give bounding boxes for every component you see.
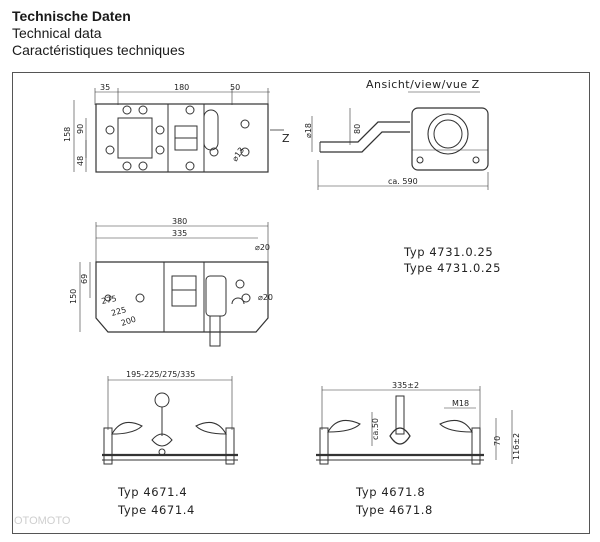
dim-18: ⌀18 — [304, 123, 313, 138]
drawing-frame — [12, 72, 590, 534]
view-z-label: Ansicht/view/vue Z — [366, 78, 480, 91]
clamp-4671-8: 335±2 M18 ca.50 70 116±2 — [316, 381, 521, 465]
dim-275: 275 — [101, 294, 118, 306]
clamp-4671-4: 195-225/275/335 — [102, 370, 238, 465]
title-german: Technische Daten — [12, 8, 131, 24]
dim-20a: ⌀20 — [255, 243, 270, 252]
type-4671-4-en: Type 4671.4 — [117, 503, 195, 517]
dim-335: 335 — [172, 229, 187, 238]
top-plate-view: 35 180 50 158 90 48 ⌀13 Z — [63, 83, 290, 173]
dim-150: 150 — [69, 289, 78, 304]
mounting-plate-view: 380 335 ⌀20 150 69 ⌀20 275 225 200 — [69, 217, 273, 347]
dim-m18: M18 — [452, 399, 469, 408]
dim-335x2: 335±2 — [392, 381, 419, 390]
dim-180: 180 — [174, 83, 189, 92]
dim-69: 69 — [80, 274, 89, 284]
type-4731-de: Typ 4731.0.25 — [403, 245, 493, 259]
dim-195-335: 195-225/275/335 — [126, 370, 195, 379]
type-4671-4-de: Typ 4671.4 — [117, 485, 187, 499]
title-french: Caractéristiques techniques — [12, 42, 185, 58]
dim-ca50: ca.50 — [371, 418, 380, 440]
type-4671-8-en: Type 4671.8 — [355, 503, 433, 517]
dim-70: 70 — [493, 436, 502, 446]
watermark: OTOMOTO — [14, 515, 71, 527]
dim-50: 50 — [230, 83, 240, 92]
title-english: Technical data — [12, 25, 102, 41]
dim-90: 90 — [76, 124, 85, 134]
z-marker: Z — [282, 132, 290, 145]
dim-48: 48 — [76, 156, 85, 166]
dim-200: 200 — [120, 315, 137, 328]
dim-35: 35 — [100, 83, 110, 92]
dim-20b: ⌀20 — [258, 293, 273, 302]
dim-80: 80 — [353, 124, 362, 134]
type-4731-en: Type 4731.0.25 — [403, 261, 501, 275]
dim-225: 225 — [110, 305, 127, 318]
header: Technische Daten Technical data Caractér… — [12, 8, 185, 59]
dim-158: 158 — [63, 127, 72, 142]
dim-380: 380 — [172, 217, 187, 226]
view-z: Ansicht/view/vue Z ⌀18 80 ca. 590 — [304, 78, 489, 190]
type-4671-8-de: Typ 4671.8 — [355, 485, 425, 499]
dim-590: ca. 590 — [388, 177, 418, 186]
dim-116: 116±2 — [512, 433, 521, 460]
